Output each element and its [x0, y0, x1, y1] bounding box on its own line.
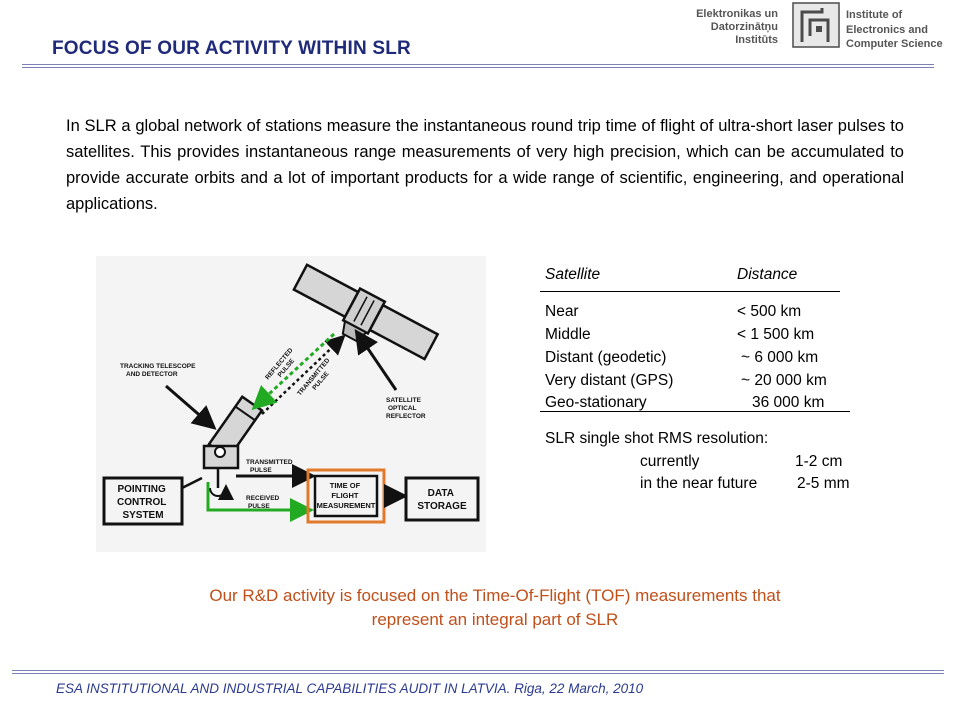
- table-row-satellite: Very distant (GPS): [545, 372, 674, 389]
- pointing-control-box: [102, 476, 184, 526]
- col-header-satellite: Satellite: [545, 266, 601, 283]
- table-row-satellite: Middle: [545, 326, 591, 343]
- institute-en-line-1: Institute of: [846, 9, 903, 21]
- tof-box: [313, 474, 379, 518]
- received-label: RECEIVED PULSE: [246, 495, 281, 510]
- reflector-label: SATELLITE OPTICAL REFLECTOR: [386, 397, 426, 420]
- table-row-satellite: Near: [545, 303, 579, 320]
- institute-lv-line-1: Elektronikas un: [696, 8, 778, 20]
- institute-lv-line-2: Datorzinātņu: [710, 21, 778, 33]
- table-bottom-rule: [540, 411, 850, 412]
- tracking-arrow: [165, 384, 217, 430]
- pointing-control-label: POINTING CONTROL SYSTEM: [117, 484, 169, 521]
- footer-divider: [12, 670, 944, 671]
- reflected-beam: [251, 332, 336, 411]
- col-header-distance: Distance: [737, 266, 798, 283]
- table-row-distance: < 500 km: [737, 303, 802, 320]
- institute-en-line-3: Computer Science: [846, 38, 943, 50]
- institute-logo-icon: [792, 2, 840, 48]
- table-row-satellite: Distant (geodetic): [545, 349, 667, 366]
- institute-en-line-2: Electronics and: [846, 23, 928, 36]
- pointing-link: [181, 476, 203, 490]
- header-divider: [22, 64, 934, 65]
- table-row-distance: 36 000 km: [752, 394, 825, 411]
- header-divider-secondary: [22, 67, 934, 68]
- resolution-label: in the near future: [640, 475, 758, 492]
- table-row-satellite: Geo-stationary: [545, 394, 647, 411]
- footer-divider-secondary: [12, 673, 944, 674]
- table-row-distance: ~ 6 000 km: [741, 349, 819, 366]
- transmitted-label: TRANSMITTED PULSE: [246, 459, 294, 474]
- footer-text: ESA INSTITUTIONAL AND INDUSTRIAL CAPABIL…: [56, 681, 644, 696]
- resolution-title: SLR single shot RMS resolution:: [545, 430, 769, 447]
- focus-line-2: represent an integral part of SLR: [371, 610, 619, 629]
- telescope-icon: [202, 394, 264, 501]
- tof-label: TIME OF FLIGHT MEASUREMENT: [317, 481, 376, 510]
- institute-lv-line-3: Institūts: [735, 34, 778, 46]
- institute-name-english: Institute of Electronics and Computer Sc…: [846, 8, 958, 52]
- resolution-label: currently: [640, 453, 700, 470]
- received-path: [206, 482, 314, 522]
- resolution-value: 1-2 cm: [795, 453, 843, 470]
- slr-diagram: TRACKING TELESCOPE AND DETECTOR REFLECTE…: [96, 256, 486, 552]
- resolution-value: 2-5 mm: [797, 475, 850, 492]
- focus-line-1: Our R&D activity is focused on the Time-…: [209, 586, 781, 605]
- table-row-distance: ~ 20 000 km: [741, 372, 827, 389]
- intro-paragraph: In SLR a global network of stations meas…: [66, 117, 904, 213]
- institute-name-latvian: Elektronikas un Datorzinātņu Institūts: [660, 8, 778, 47]
- tracking-label: TRACKING TELESCOPE AND DETECTOR: [120, 363, 197, 378]
- focus-statement: Our R&D activity is focused on the Time-…: [90, 584, 900, 632]
- data-storage-box: [404, 476, 480, 522]
- table-row-distance: < 1 500 km: [737, 326, 815, 343]
- data-storage-label: DATA STORAGE: [417, 488, 467, 512]
- table-header-rule: [540, 291, 840, 292]
- reflector-arrow: [354, 329, 398, 391]
- page-title: FOCUS OF OUR ACTIVITY WITHIN SLR: [52, 38, 411, 59]
